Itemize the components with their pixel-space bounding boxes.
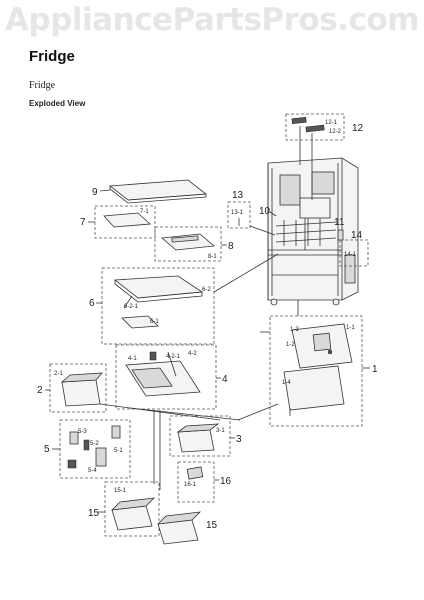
callout-1-4: 1-4: [282, 380, 291, 386]
callout-5-3: 5-3: [78, 429, 87, 435]
callout-12: 12: [352, 123, 364, 134]
callout-box-13: [227, 201, 251, 229]
callout-box-15: [104, 481, 160, 537]
part-15-drawer-right: [156, 511, 202, 545]
callout-5-1: 5-1: [114, 448, 123, 454]
callout-13-1: 13-1: [231, 210, 244, 216]
callout-9: 9: [92, 187, 98, 198]
callout-2-1: 2-1: [54, 371, 63, 377]
callout-15-right: 15: [206, 520, 218, 531]
callout-box-12: [285, 113, 345, 141]
callout-box-2: [49, 363, 107, 413]
callout-15-1: 15-1: [114, 488, 127, 494]
page-title: Fridge: [29, 48, 75, 65]
callout-box-4: [115, 344, 217, 410]
page-subtitle: Fridge: [29, 80, 56, 91]
callout-6-2: 6-2: [202, 287, 211, 293]
callout-3-1: 3-1: [216, 428, 225, 434]
fridge-cabinet: [267, 157, 359, 306]
callout-16: 16: [220, 476, 232, 487]
part-2-drawer: [60, 372, 103, 407]
callout-4-2-1: 4-2-1: [166, 354, 181, 360]
callout-box-14: [339, 239, 369, 267]
callout-4: 4: [222, 374, 228, 385]
cabinet-shelf-grid: [275, 218, 337, 246]
callout-5-4: 5-4: [88, 468, 97, 474]
callout-11: 11: [334, 217, 345, 228]
callout-1-2: 1-2: [286, 342, 295, 348]
part-3-drawer: [176, 423, 220, 453]
part-15-drawer-left: [110, 497, 156, 531]
callout-14: 14: [351, 230, 363, 241]
part-9-shelf-glass: [108, 179, 208, 204]
callout-6: 6: [89, 298, 95, 309]
callout-4-1: 4-1: [128, 356, 137, 362]
callout-box-3: [169, 415, 231, 457]
part-4-assembly: [125, 351, 201, 397]
watermark-text: AppliancePartsPros.com: [5, 2, 419, 38]
part-6-1: [121, 315, 159, 329]
callout-2: 2: [37, 385, 43, 396]
callout-6-2-1: 6-2-1: [124, 304, 139, 310]
callout-4-2: 4-2: [188, 351, 197, 357]
part-1-door-panel: [283, 323, 353, 416]
callout-7-1: 7-1: [140, 209, 149, 215]
callout-1-1: 1-1: [346, 325, 355, 331]
callout-5-2: 5-2: [90, 441, 99, 447]
callout-box-6: [101, 267, 215, 345]
callout-16-1: 16-1: [184, 482, 197, 488]
callout-3: 3: [236, 434, 242, 445]
view-label: Exploded View: [29, 99, 86, 108]
callout-box-1: [269, 315, 363, 427]
callout-8-1: 8-1: [208, 254, 217, 260]
callout-12-2: 12-2: [329, 129, 342, 135]
callout-10: 10: [259, 206, 271, 217]
callout-13: 13: [232, 190, 244, 201]
callout-14-1: 14-1: [344, 252, 357, 258]
callout-1: 1: [372, 364, 378, 375]
callout-box-8: [154, 226, 222, 262]
callout-15-left: 15: [88, 508, 100, 519]
callout-12-1: 12-1: [325, 120, 338, 126]
callout-6-1: 6-1: [150, 319, 159, 325]
part-6-cover: [113, 275, 204, 309]
callout-5: 5: [44, 444, 50, 455]
callout-1-3: 1-3: [290, 327, 299, 333]
callout-7: 7: [80, 217, 86, 228]
callout-box-16: [177, 461, 215, 503]
callout-8: 8: [228, 241, 234, 252]
